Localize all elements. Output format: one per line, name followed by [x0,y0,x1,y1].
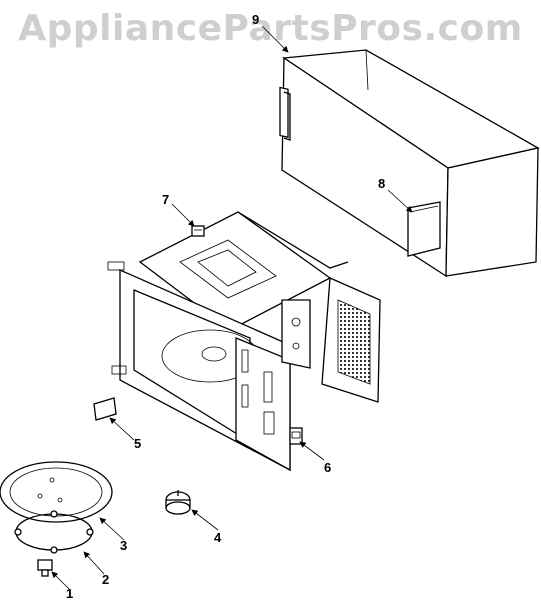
callout-9: 9 [252,12,259,27]
watermark-text: AppliancePartsPros.com [18,8,523,49]
callout-2: 2 [102,572,109,587]
oven-cavity-body [107,211,381,472]
leader-lines [51,25,413,591]
callout-3: 3 [120,538,127,553]
label-plate-part [407,201,441,257]
callout-1: 1 [66,586,73,600]
callout-7: 7 [162,192,169,207]
cover-plate-part [93,397,117,421]
outer-cabinet-part [279,49,540,278]
callout-6: 6 [324,460,331,475]
coupler-part [37,559,53,577]
callout-4: 4 [214,530,222,545]
callout-8: 8 [378,176,385,191]
top-bracket-part [191,225,205,237]
motor-part [165,490,191,515]
roller-ring-part [14,510,94,554]
switch-part [289,427,303,445]
callout-5: 5 [134,436,141,451]
